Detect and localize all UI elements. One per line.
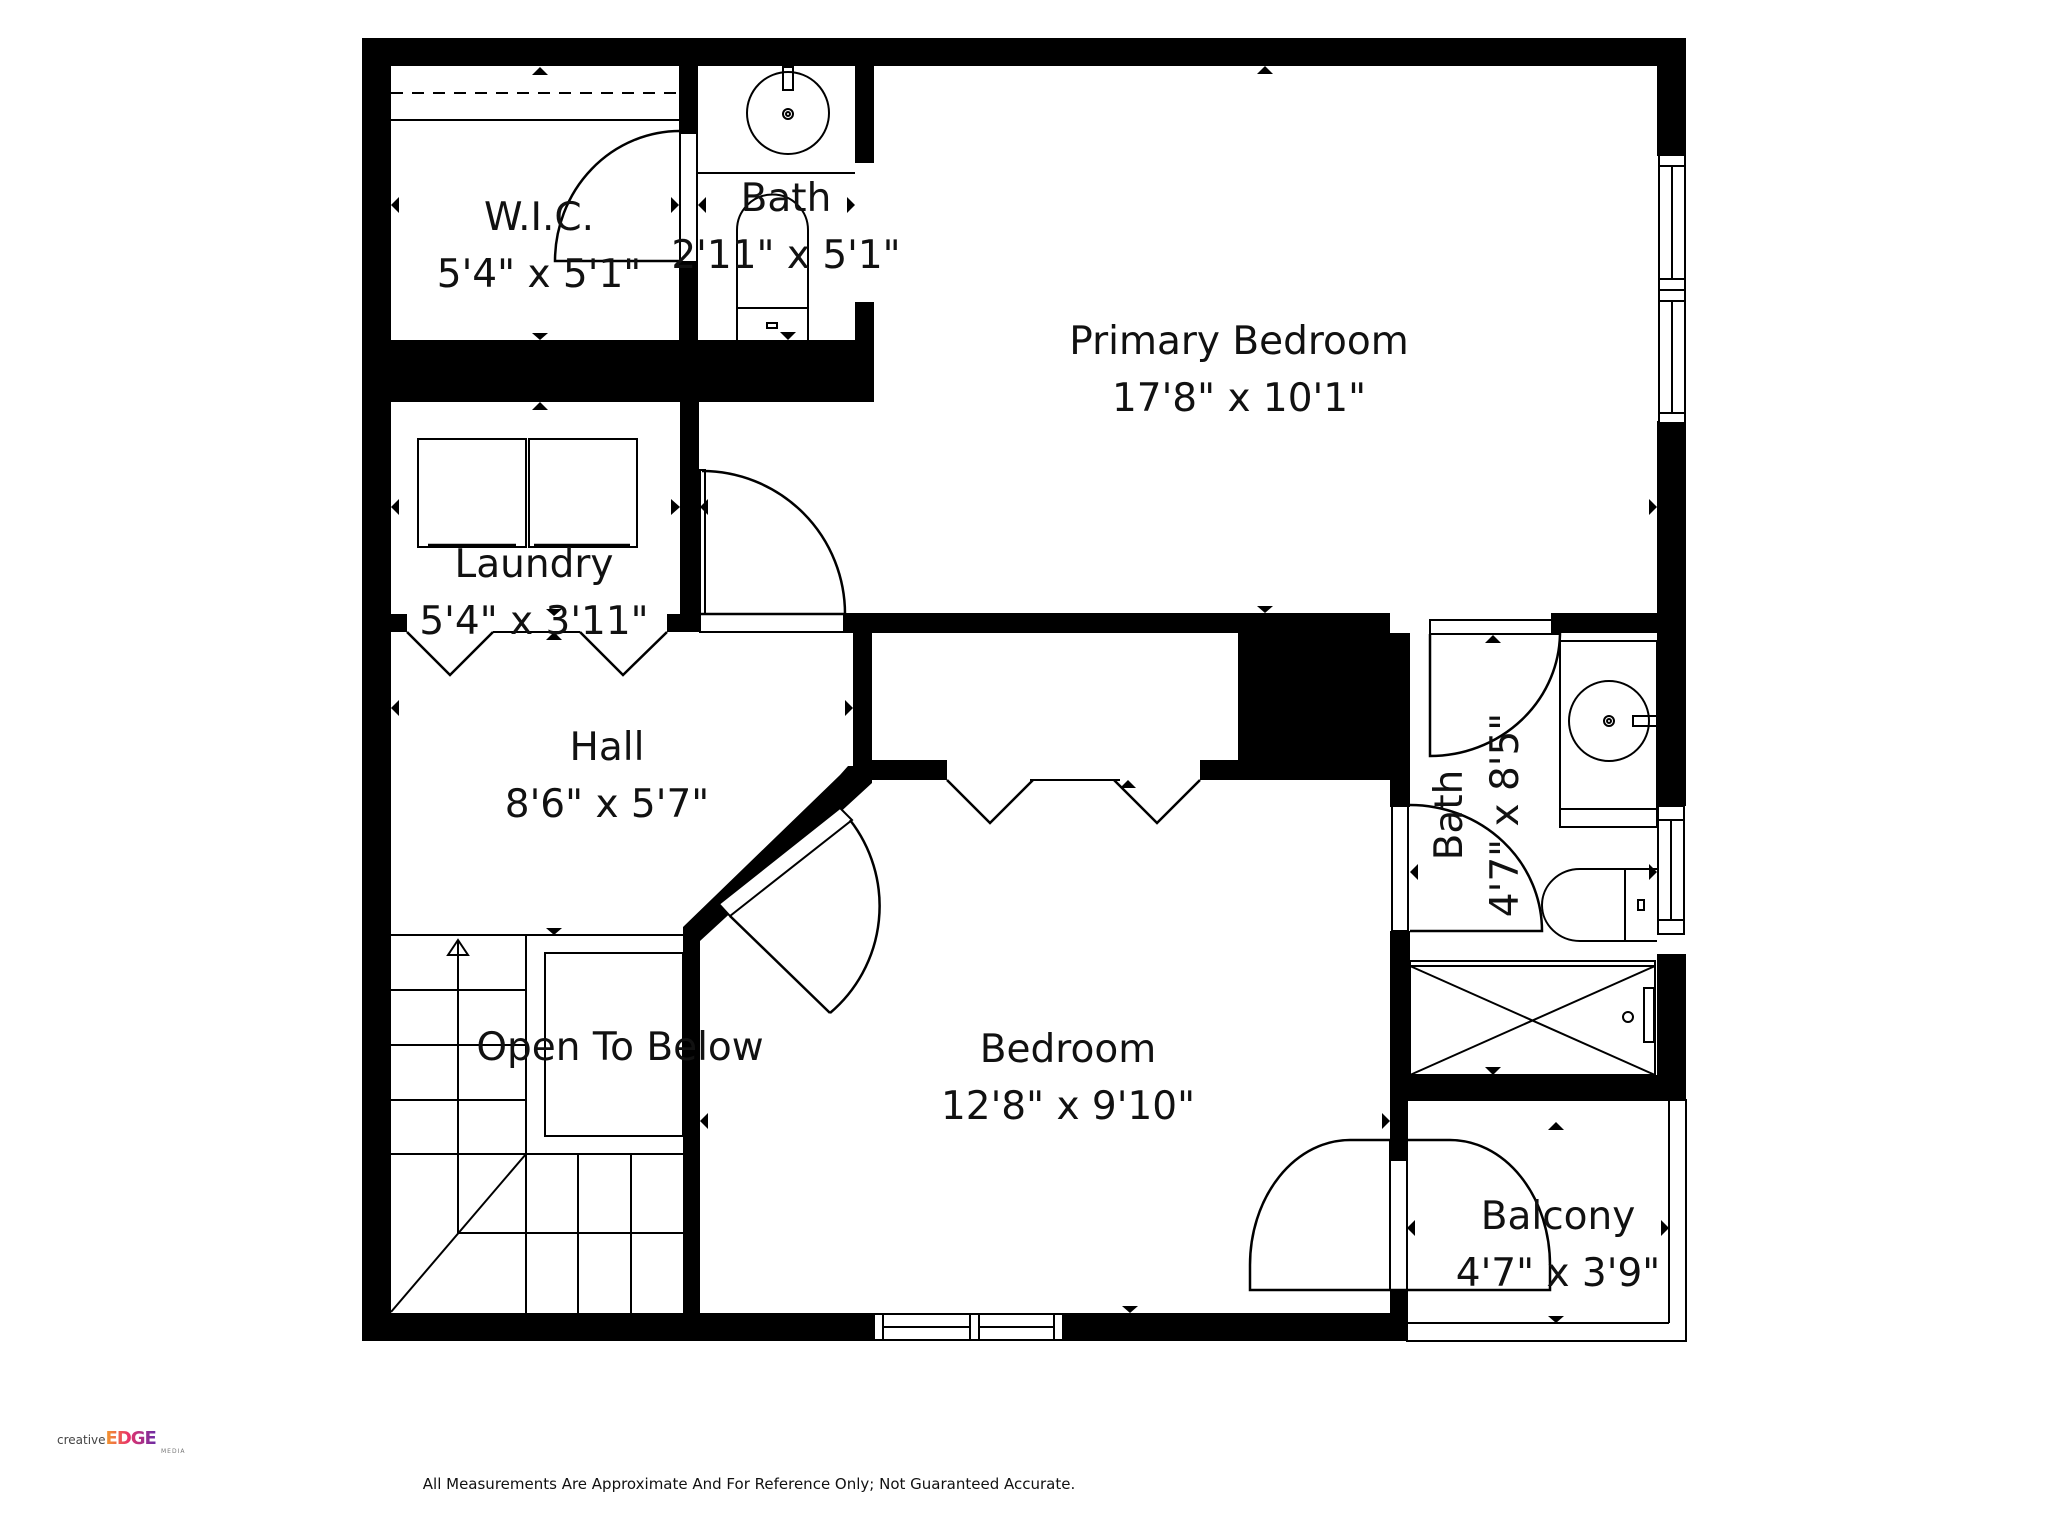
sink-icon	[1568, 680, 1650, 762]
room-dims-bath-right: 4'7" x 8'5"	[1483, 713, 1528, 917]
room-name-bath-right: Bath	[1427, 770, 1472, 861]
room-name-bath-small: Bath	[741, 176, 832, 221]
stair-direction-arrow-icon	[446, 938, 470, 956]
room-name-open-to-below: Open To Below	[476, 1025, 763, 1070]
room-name-hall: Hall	[570, 725, 645, 770]
washer-icon	[417, 438, 527, 548]
outer-walls	[362, 38, 1686, 1341]
room-name-primary-bedroom: Primary Bedroom	[1069, 319, 1409, 364]
room-name-balcony: Balcony	[1481, 1194, 1636, 1239]
sink-icon	[746, 71, 830, 155]
room-dims-bath-small: 2'11" x 5'1"	[671, 233, 900, 278]
toilet-icon	[736, 193, 809, 340]
windows	[493, 154, 1686, 1341]
room-name-laundry: Laundry	[455, 542, 614, 587]
logo-edge-text: EDGE	[105, 1428, 157, 1449]
fixtures	[390, 66, 1687, 1342]
room-dims-primary-bedroom: 17'8" x 10'1"	[1112, 376, 1366, 421]
logo-creative-text: creative	[57, 1433, 106, 1447]
room-dims-hall: 8'6" x 5'7"	[505, 782, 709, 827]
staircase	[390, 934, 683, 1313]
room-labels: W.I.C. 5'4" x 5'1" Bath 2'11" x 5'1" Pri…	[419, 176, 1660, 1296]
logo-media-text: MEDIA	[161, 1448, 186, 1455]
disclaimer-text: All Measurements Are Approximate And For…	[422, 1475, 1076, 1493]
dryer-icon	[528, 438, 638, 548]
doors	[406, 129, 1562, 1292]
room-dims-wic: 5'4" x 5'1"	[437, 252, 641, 297]
dimension-markers	[391, 66, 1669, 1323]
room-dims-laundry: 5'4" x 3'11"	[419, 599, 648, 644]
toilet-icon	[1541, 868, 1657, 942]
open-to-below-opening	[544, 952, 684, 1137]
room-name-wic: W.I.C.	[484, 195, 594, 240]
room-dims-bedroom: 12'8" x 9'10"	[941, 1084, 1195, 1129]
company-logo: creative EDGE MEDIA	[57, 1428, 184, 1455]
room-name-bedroom: Bedroom	[980, 1027, 1156, 1072]
room-dims-balcony: 4'7" x 3'9"	[1456, 1251, 1660, 1296]
